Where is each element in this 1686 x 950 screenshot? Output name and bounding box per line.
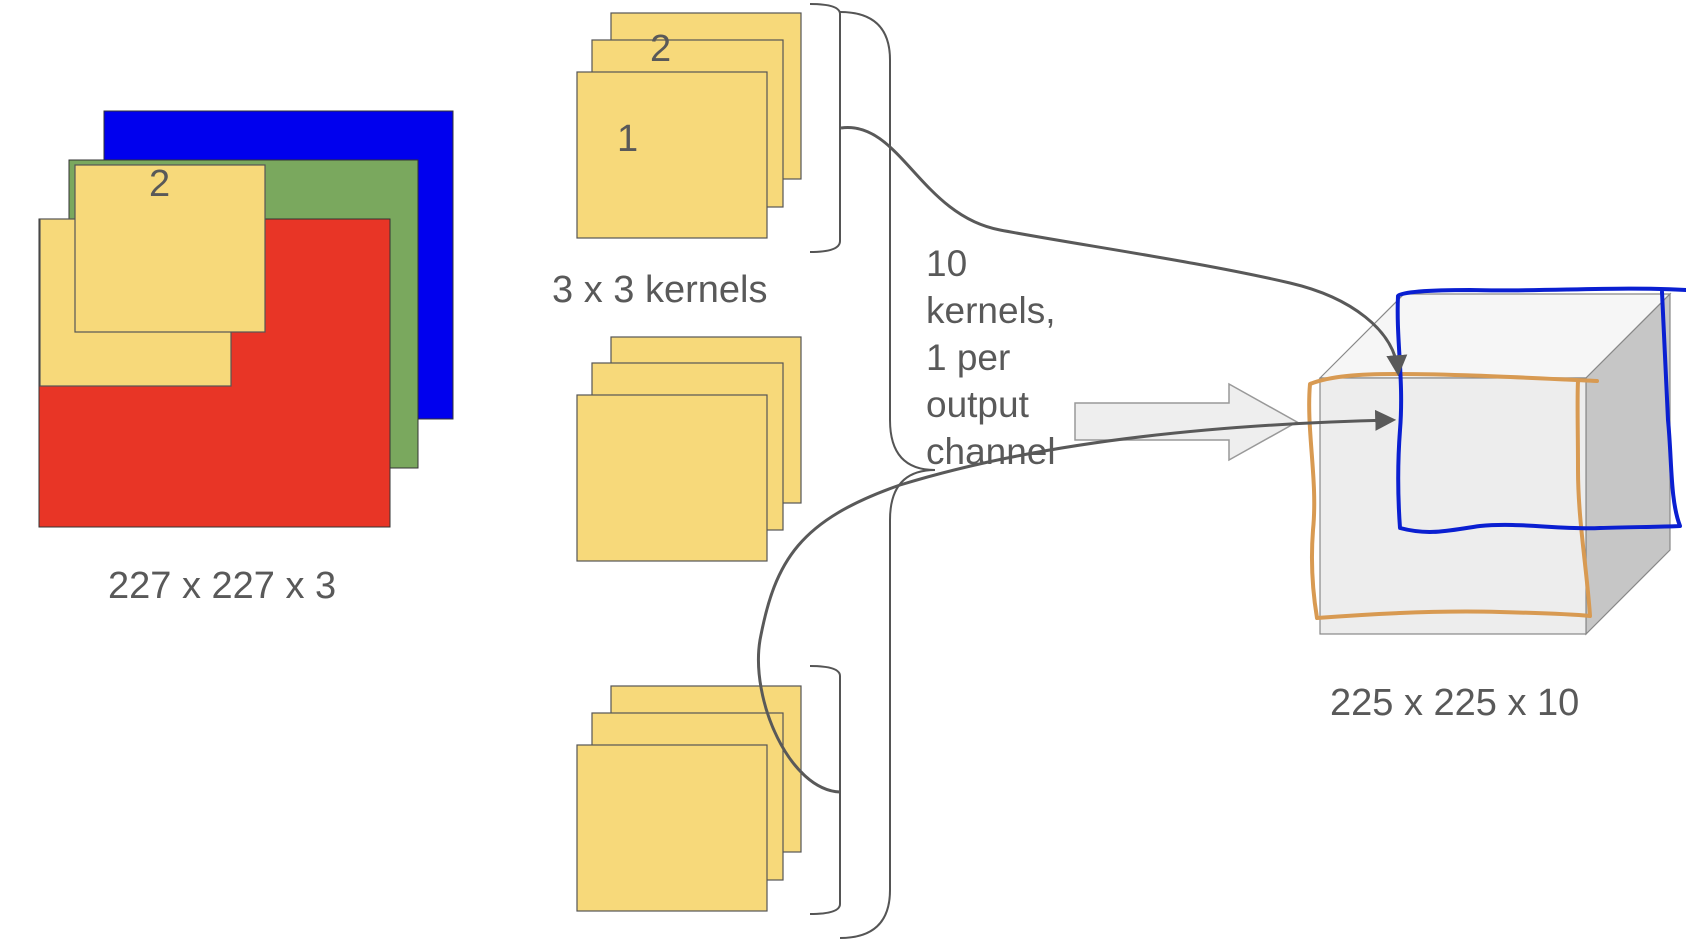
cube-front-face bbox=[1319, 377, 1587, 635]
input-window-number: 2 bbox=[149, 163, 170, 205]
kernel-stack-top: 2 1 3 x 3 kernels bbox=[552, 3, 841, 311]
kernel-size-label: 3 x 3 kernels bbox=[552, 269, 767, 311]
kernel-bottom-front bbox=[576, 744, 768, 912]
input-volume: 2 227 x 227 x 3 bbox=[38, 110, 454, 607]
note-line-3: 1 per bbox=[926, 337, 1010, 378]
kernel-top-bracket bbox=[809, 3, 841, 253]
output-volume: 225 x 225 x 10 bbox=[1307, 286, 1686, 724]
kernel-top-back-number: 2 bbox=[650, 28, 671, 70]
block-arrow bbox=[1074, 382, 1299, 462]
kernels-note: 10 kernels, 1 per output channel bbox=[926, 243, 1056, 472]
kernel-top-front bbox=[576, 71, 768, 239]
output-size-label: 225 x 225 x 10 bbox=[1330, 682, 1579, 724]
kernel-top-front-number: 1 bbox=[617, 118, 638, 160]
kernel-stack-middle bbox=[576, 336, 802, 562]
note-line-4: output bbox=[926, 384, 1030, 425]
note-line-1: 10 bbox=[926, 243, 967, 284]
input-window-front bbox=[74, 164, 266, 333]
note-line-2: kernels, bbox=[926, 290, 1056, 331]
connector-arrow-bottom bbox=[757, 409, 1397, 794]
kernels-curly-brace bbox=[839, 11, 936, 939]
kernel-middle-front bbox=[576, 394, 768, 562]
kernel-stack-bottom bbox=[576, 665, 841, 915]
kernel-bottom-bracket bbox=[809, 665, 841, 915]
input-size-label: 227 x 227 x 3 bbox=[108, 565, 336, 607]
connector-arrow-top bbox=[840, 126, 1408, 377]
blue-channel-outline bbox=[1395, 286, 1686, 534]
